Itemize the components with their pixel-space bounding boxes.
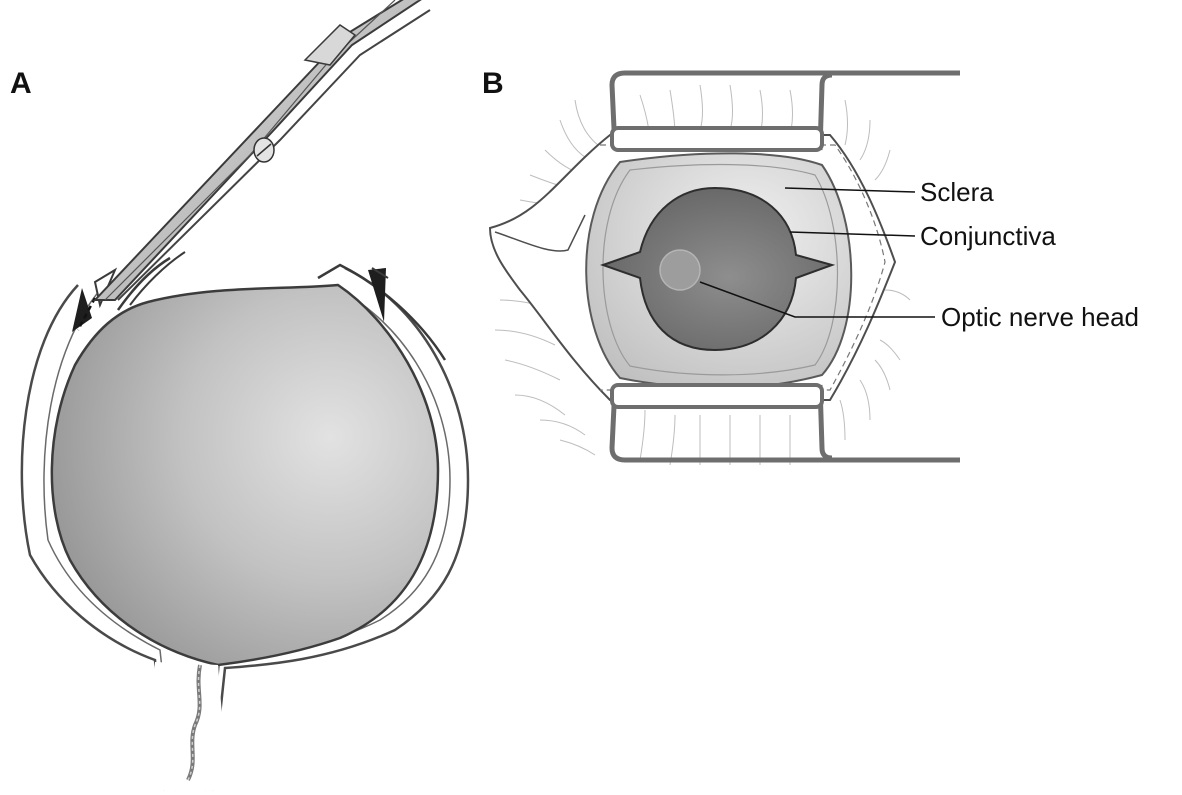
panel-a-letter: A	[10, 67, 32, 100]
vitreous-globe	[50, 283, 440, 667]
panel-b-letter: B	[482, 67, 504, 100]
leader-lines	[699, 187, 935, 318]
optic-nerve-head-label: Optic nerve head	[941, 302, 1139, 332]
panel-a: A	[10, 0, 470, 791]
optic-nerve-stalk	[140, 662, 228, 790]
sclera-label: Sclera	[920, 177, 994, 207]
conjunctiva-label: Conjunctiva	[920, 221, 1056, 251]
incision-dashed-line	[76, 297, 97, 331]
panel-b: B	[482, 67, 1139, 466]
scissors-illustration	[92, 0, 431, 301]
upper-retractor	[609, 70, 960, 152]
conjunctiva-edge	[602, 163, 839, 376]
lower-retractor	[609, 383, 960, 463]
optic-nerve-head-disc	[659, 249, 701, 291]
